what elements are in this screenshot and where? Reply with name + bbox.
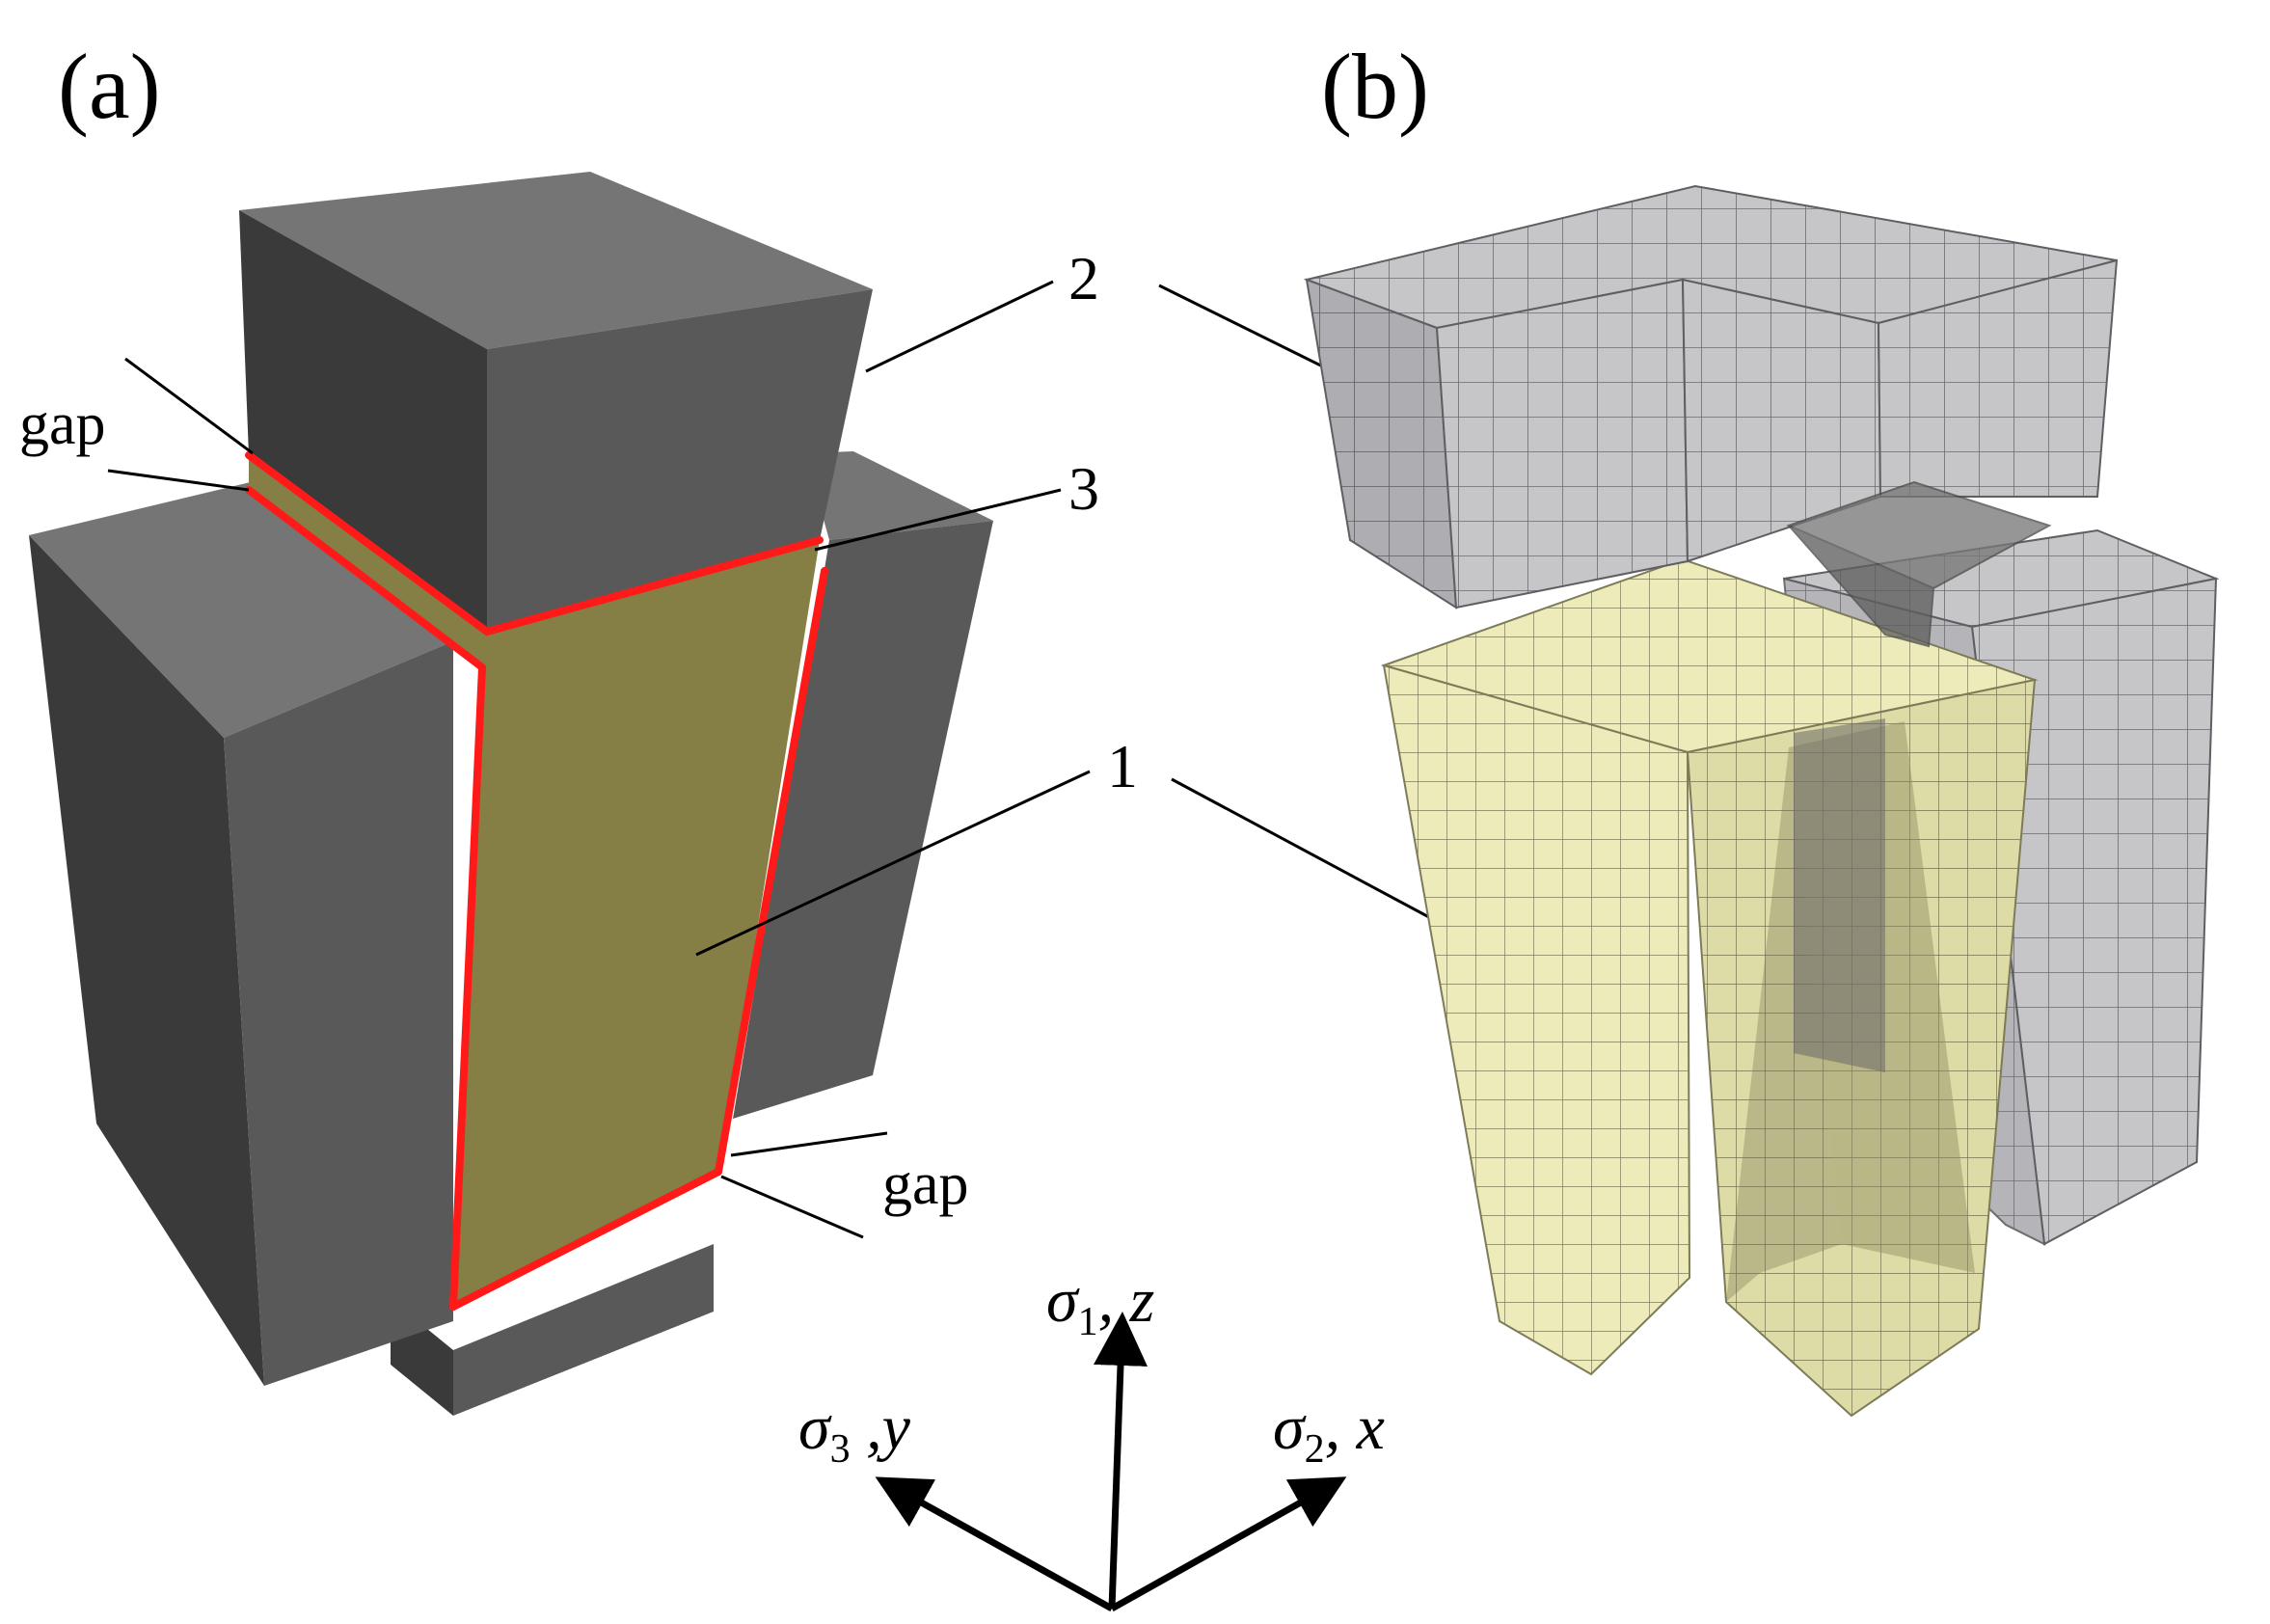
specimen-face bbox=[453, 540, 820, 1307]
callout-3: 3 bbox=[1068, 454, 1099, 523]
axis-z-label: σ1, z bbox=[1046, 1265, 1154, 1344]
panel-b: (b) bbox=[1303, 35, 2220, 1418]
callout-2-leader-a bbox=[865, 280, 1054, 373]
mesh-top-block bbox=[1303, 184, 2119, 609]
left-block bbox=[29, 479, 453, 1386]
axis-y-label: σ3 ,y bbox=[798, 1393, 911, 1472]
panel-b-label: (b) bbox=[1321, 35, 1429, 138]
gap-label-bottom: gap bbox=[882, 1151, 969, 1217]
mesh-specimen bbox=[1380, 557, 2039, 1418]
callout-2: 2 bbox=[1068, 244, 1099, 312]
gap-bottom-leader-lower bbox=[720, 1175, 864, 1239]
stress-axes: σ1, z σ3 ,y σ2, x bbox=[798, 1265, 1385, 1612]
gap-label-top: gap bbox=[19, 392, 106, 457]
panel-a: (a) bbox=[19, 35, 993, 1416]
callout-1-leader-b bbox=[1171, 777, 1455, 933]
gap-top-leader-lower bbox=[107, 469, 250, 492]
gap-top-leader-upper bbox=[124, 357, 254, 455]
callout-1: 1 bbox=[1107, 732, 1138, 800]
top-block bbox=[239, 172, 873, 632]
panel-a-label: (a) bbox=[58, 35, 161, 138]
gap-bottom-leader-upper bbox=[730, 1131, 888, 1157]
axis-x-arrow bbox=[1110, 1476, 1347, 1612]
interface-lines bbox=[245, 451, 828, 1311]
callout-3-leader bbox=[814, 488, 1062, 552]
callout-1-leader-a bbox=[695, 770, 1091, 957]
mesh-inner-dark-block bbox=[1786, 480, 2052, 1072]
axis-x-label: σ2, x bbox=[1273, 1393, 1385, 1472]
axis-z-arrow bbox=[1094, 1312, 1148, 1610]
axis-y-arrow bbox=[875, 1476, 1114, 1612]
top-gap-layer bbox=[249, 455, 487, 667]
